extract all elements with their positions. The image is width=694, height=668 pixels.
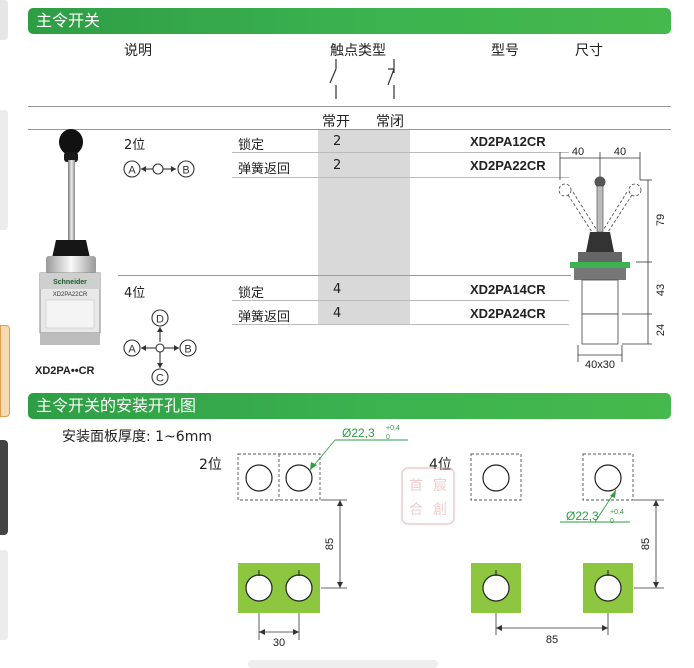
svg-text:B: B	[184, 344, 191, 356]
header-desc: 说明	[124, 43, 152, 59]
two-position-diagram: A B	[123, 160, 195, 178]
mode-label: 锁定	[238, 138, 265, 153]
group-positions: 4位	[124, 286, 146, 301]
svg-text:40: 40	[572, 146, 584, 158]
svg-text:宸: 宸	[433, 477, 447, 493]
mode-label: 弹簧返回	[238, 310, 291, 325]
row-divider	[232, 152, 569, 153]
bottom-scroll-handle[interactable]	[248, 660, 438, 668]
model-number[interactable]: XD2PA12CR	[470, 134, 546, 149]
left-thumb-strip[interactable]	[0, 110, 8, 230]
no-count: 4	[333, 306, 342, 321]
section-title-banner-2: 主令开关的安装开孔图	[28, 393, 671, 419]
svg-text:85: 85	[546, 634, 558, 646]
left-thumb-strip[interactable]	[0, 550, 8, 640]
header-model: 型号	[491, 43, 519, 59]
joystick-product-image: Schneider XD2PA22CR	[39, 129, 101, 345]
header-size: 尺寸	[575, 43, 603, 59]
no-count: 4	[333, 282, 342, 297]
svg-text:40x30: 40x30	[585, 359, 615, 370]
product-caption: XD2PA••CR	[35, 365, 95, 377]
svg-text:Ø22,3: Ø22,3	[566, 509, 599, 523]
mounting-hole-drawing: 85 85 30 85 Ø22,3 +0,4 0 Ø22,3 +0,4 0 首 …	[237, 425, 664, 649]
left-thumb-strip[interactable]	[0, 0, 8, 40]
no-count: 2	[333, 134, 342, 149]
header-divider-2	[28, 129, 671, 130]
svg-text:24: 24	[655, 324, 667, 336]
svg-text:79: 79	[655, 214, 667, 226]
svg-text:0: 0	[610, 518, 614, 525]
svg-text:+0,4: +0,4	[386, 425, 400, 432]
svg-text:85: 85	[640, 538, 652, 550]
svg-text:XD2PA22CR: XD2PA22CR	[53, 292, 88, 298]
svg-text:A: A	[128, 344, 136, 356]
row-divider	[232, 300, 569, 301]
four-position-label: 4位	[429, 457, 452, 473]
svg-text:首: 首	[409, 477, 423, 493]
panel-thickness: 安装面板厚度: 1~6mm	[62, 429, 212, 445]
svg-text:B: B	[182, 165, 189, 177]
seal-stamp: 首 宸 合 創	[401, 467, 455, 525]
left-thumb-strip[interactable]	[0, 440, 8, 535]
model-number[interactable]: XD2PA22CR	[470, 158, 546, 173]
svg-text:30: 30	[273, 637, 285, 649]
group-positions: 2位	[124, 138, 146, 153]
left-thumb-strip-active[interactable]	[0, 325, 10, 417]
svg-text:合: 合	[409, 501, 423, 517]
mode-label: 锁定	[238, 286, 265, 301]
label-normally-open: 常开	[322, 114, 350, 130]
svg-text:0: 0	[386, 434, 390, 441]
svg-text:Ø22,3: Ø22,3	[342, 426, 375, 440]
svg-text:創: 創	[433, 501, 447, 517]
row-divider	[232, 177, 569, 178]
svg-text:A: A	[128, 165, 136, 177]
four-position-diagram: D A B C	[123, 309, 197, 386]
label-normally-closed: 常闭	[376, 114, 404, 130]
header-contact-type: 触点类型	[330, 43, 386, 59]
svg-text:+0,4: +0,4	[610, 509, 624, 516]
two-position-label: 2位	[199, 457, 222, 473]
svg-text:Schneider: Schneider	[53, 279, 87, 286]
row-divider	[232, 324, 569, 325]
mode-label: 弹簧返回	[238, 162, 291, 177]
dimension-drawing: 40 40 79 43 24 40x30	[558, 146, 667, 370]
svg-text:85: 85	[324, 538, 336, 550]
group-divider	[118, 275, 571, 276]
contact-symbol-icons	[329, 59, 395, 99]
svg-text:D: D	[156, 314, 164, 326]
section-title-banner: 主令开关	[28, 8, 671, 34]
svg-text:43: 43	[655, 284, 667, 296]
svg-text:40: 40	[614, 146, 626, 158]
contact-shade-col	[318, 130, 410, 275]
svg-text:C: C	[156, 373, 164, 385]
model-number[interactable]: XD2PA14CR	[470, 282, 546, 297]
model-number[interactable]: XD2PA24CR	[470, 306, 546, 321]
header-divider	[28, 106, 671, 107]
no-count: 2	[333, 158, 342, 173]
